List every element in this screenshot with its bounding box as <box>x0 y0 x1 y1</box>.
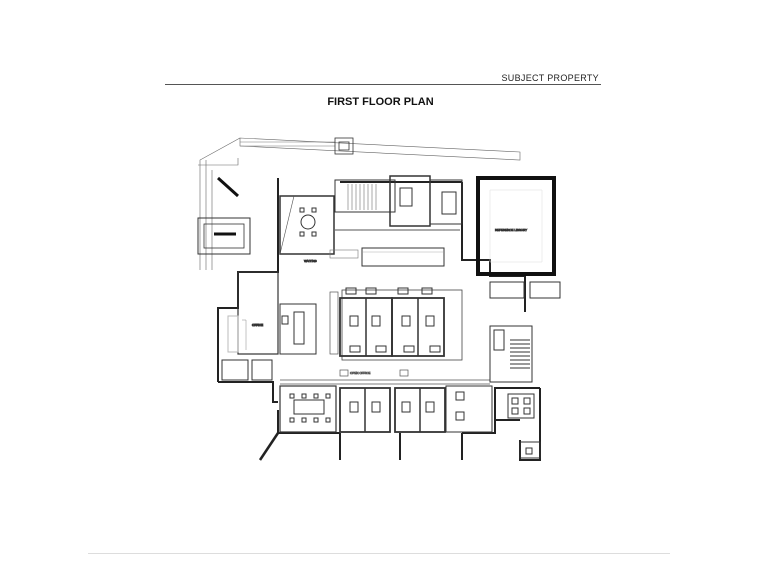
reception-counter: WAITING <box>304 247 445 267</box>
floor-plan-drawing: REFERENCE LIBRARY <box>197 137 561 461</box>
library-room: REFERENCE LIBRARY <box>476 176 556 276</box>
header-rule <box>165 84 601 85</box>
office-cubicles-lower <box>279 385 493 433</box>
plan-title: FIRST FLOOR PLAN <box>327 96 434 108</box>
stair-wing <box>489 281 561 459</box>
svg-text:OPEN OFFICE: OPEN OFFICE <box>350 371 370 375</box>
svg-text:OFFICE: OFFICE <box>252 323 263 327</box>
entrance-canopy <box>197 137 521 270</box>
subject-property-label: SUBJECT PROPERTY <box>501 73 599 83</box>
office-cubicles-upper <box>329 287 463 361</box>
footer-rule <box>88 553 670 554</box>
corridor: OPEN OFFICE <box>280 369 490 385</box>
svg-text:REFERENCE LIBRARY: REFERENCE LIBRARY <box>495 228 527 232</box>
left-rooms: OFFICE <box>221 271 317 381</box>
upper-rooms <box>279 175 463 255</box>
svg-text:WAITING: WAITING <box>304 259 317 263</box>
